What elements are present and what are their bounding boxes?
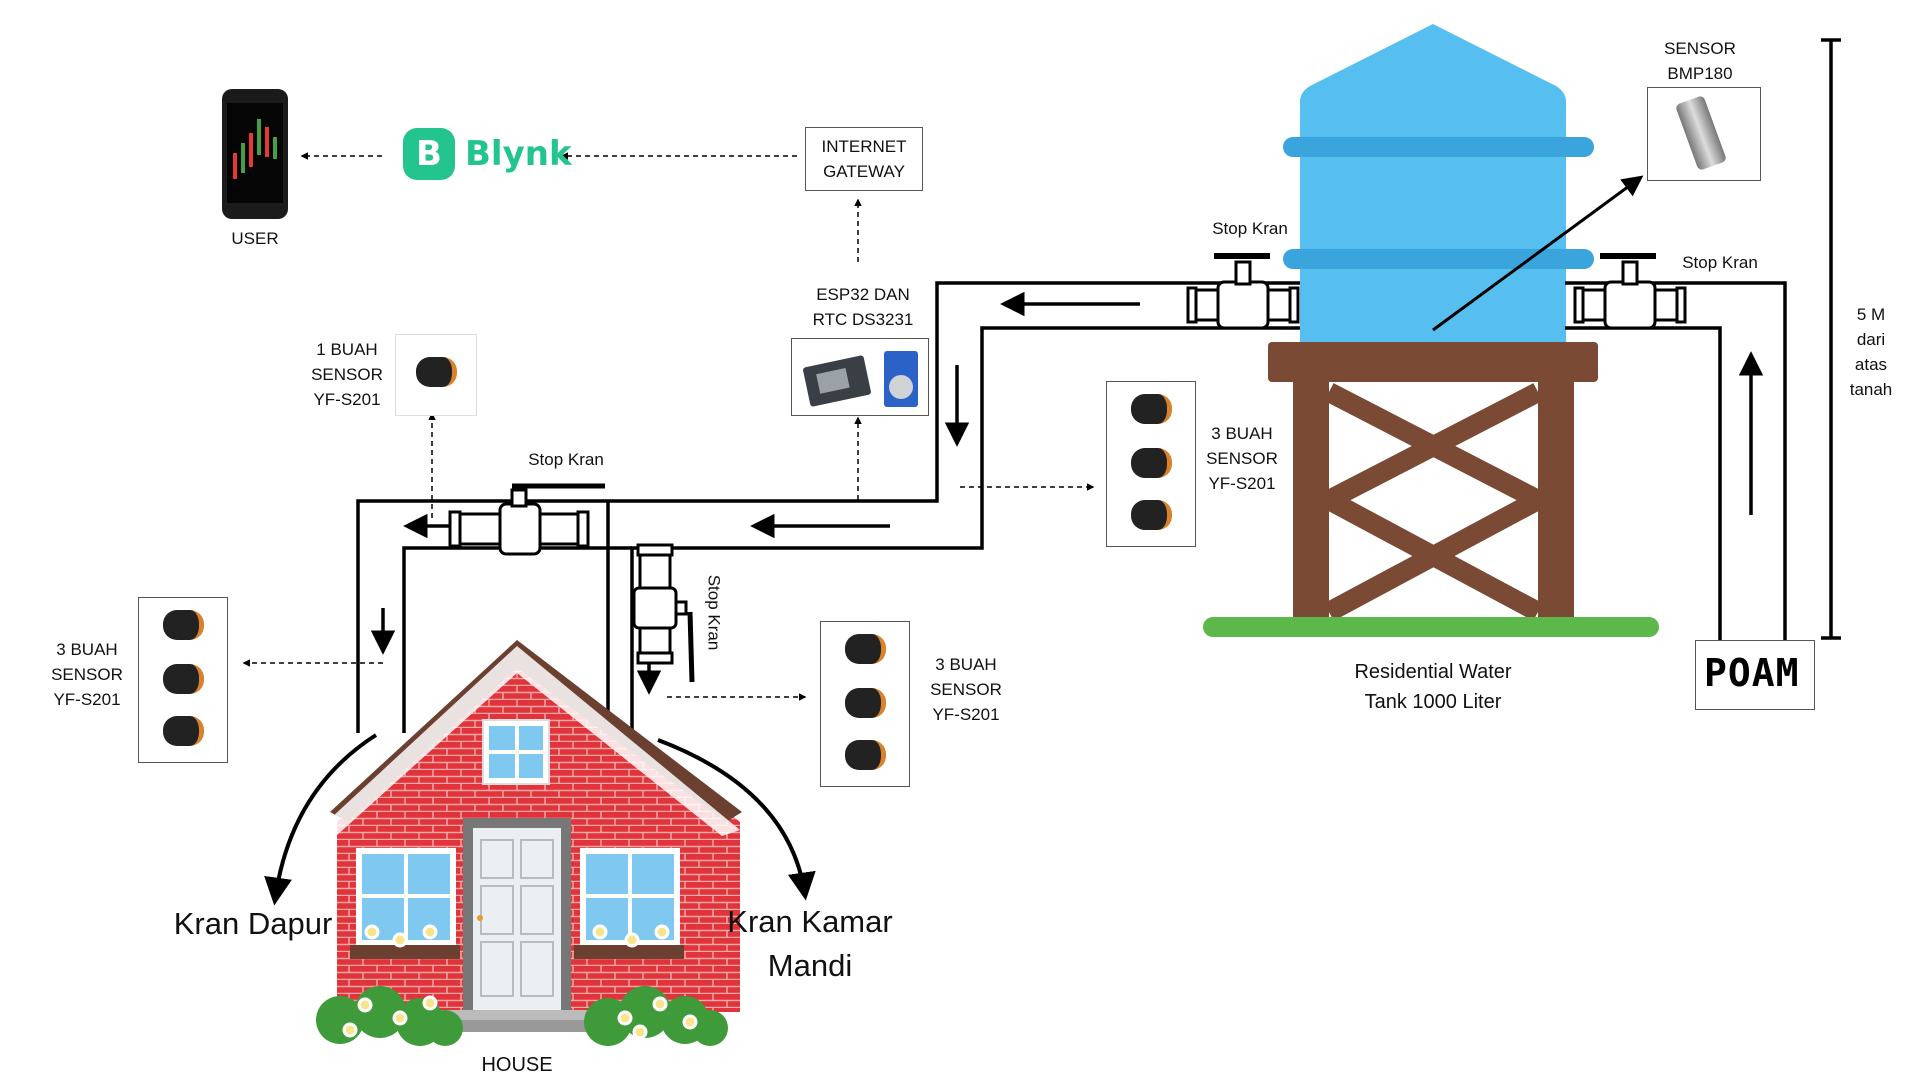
pump-box[interactable]: POAM — [1695, 640, 1815, 710]
flow-sensor-icon — [845, 688, 886, 718]
esp32-line2: RTC DS3231 — [812, 310, 914, 329]
sensor-bath-line1: 3 BUAH — [935, 655, 997, 674]
sensor-kitchen-line2: SENSOR — [51, 665, 123, 684]
bmp180-sensor-box[interactable] — [1647, 87, 1761, 181]
sensor-bath-line3: YF-S201 — [932, 705, 1000, 724]
flow-sensor-tank-box[interactable] — [1106, 381, 1196, 547]
house-label: HOUSE — [481, 1054, 553, 1076]
valve-house-main[interactable] — [448, 483, 605, 556]
flow-sensor-icon — [163, 610, 204, 640]
valve-house-vertical[interactable] — [632, 543, 695, 683]
flow-sensor-icon — [1131, 500, 1172, 530]
blynk-icon: B — [403, 128, 455, 180]
signal-lines — [242, 152, 1095, 701]
height-line2: dari — [1856, 330, 1886, 349]
esp32-module-box[interactable] — [791, 338, 929, 416]
house — [316, 640, 742, 1046]
flow-sensor-icon — [416, 357, 457, 387]
blynk-name: Blynk — [465, 134, 572, 174]
stop-kran-vertical-label: Stop Kran — [704, 574, 724, 651]
flow-sensor-kitchen-box[interactable] — [138, 597, 228, 763]
stop-kran-house-label: Stop Kran — [528, 450, 604, 469]
height-line4: tanah — [1849, 380, 1893, 399]
internet-gateway-box[interactable]: INTERNET GATEWAY — [805, 127, 923, 191]
sensor-kitchen-line3: YF-S201 — [53, 690, 121, 709]
kran-kamar-line2: Mandi — [767, 948, 853, 983]
bmp-line1: SENSOR — [1664, 39, 1736, 58]
user-label: USER — [231, 229, 279, 248]
sensor-one-line1: 1 BUAH — [316, 340, 378, 359]
flow-sensor-bath-box[interactable] — [820, 621, 910, 787]
flow-sensor-icon — [845, 634, 886, 664]
sensor-one-line3: YF-S201 — [313, 390, 381, 409]
sensor-kitchen-line1: 3 BUAH — [56, 640, 118, 659]
flow-sensor-icon — [163, 716, 204, 746]
valve-tank-left[interactable] — [1186, 253, 1300, 330]
flow-sensor-icon — [1131, 448, 1172, 478]
flow-sensor-one-box[interactable] — [395, 334, 477, 416]
sensor-tank-line3: YF-S201 — [1208, 474, 1276, 493]
kran-dapur-label: Kran Dapur — [173, 906, 333, 941]
smartphone-icon — [222, 89, 288, 219]
tank-label-line2: Tank 1000 Liter — [1364, 691, 1502, 713]
flow-sensor-icon — [1131, 394, 1172, 424]
esp32-board-icon — [802, 354, 872, 408]
sensor-tank-line1: 3 BUAH — [1211, 424, 1273, 443]
gateway-line2: GATEWAY — [823, 162, 905, 181]
pressure-sensor-icon — [1674, 94, 1728, 172]
rtc-module-icon — [884, 351, 918, 407]
kran-kamar-line1: Kran Kamar — [727, 904, 893, 939]
water-tank — [1203, 24, 1659, 637]
valve-tank-right[interactable] — [1573, 253, 1687, 330]
pump-label: POAM — [1704, 651, 1800, 695]
blynk-logo[interactable]: B Blynk — [403, 128, 572, 180]
height-marker — [1821, 38, 1841, 640]
height-line3: atas — [1854, 355, 1888, 374]
flow-sensor-icon — [845, 740, 886, 770]
height-line1: 5 M — [1856, 305, 1886, 324]
bmp-line2: BMP180 — [1667, 64, 1733, 83]
sensor-tank-line2: SENSOR — [1206, 449, 1278, 468]
tank-label-line1: Residential Water — [1354, 661, 1512, 683]
flow-sensor-icon — [163, 664, 204, 694]
bmp-pointer-arrow — [1432, 175, 1644, 332]
esp32-line1: ESP32 DAN — [816, 285, 910, 304]
gateway-line1: INTERNET — [821, 137, 907, 156]
stop-kran-tank-right-label: Stop Kran — [1682, 253, 1758, 272]
stop-kran-tank-left-label: Stop Kran — [1212, 219, 1288, 238]
sensor-bath-line2: SENSOR — [930, 680, 1002, 699]
sensor-one-line2: SENSOR — [311, 365, 383, 384]
